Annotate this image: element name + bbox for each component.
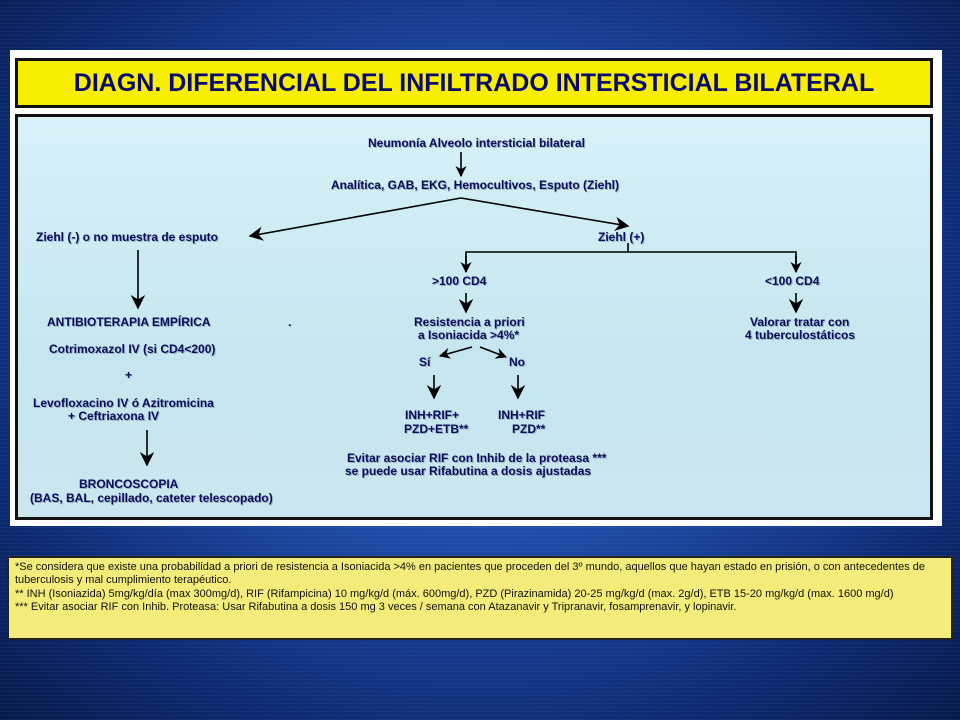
flowchart-panel <box>15 114 933 520</box>
footnote-protease: *** Evitar asociar RIF con Inhib. Protea… <box>15 601 737 614</box>
arrow-to-si <box>438 346 473 359</box>
node-no: No <box>509 355 525 369</box>
node-valorar-tuberculostaticos: 4 tuberculostáticos <box>745 328 856 342</box>
node-ceftriaxona: + Ceftriaxona IV <box>68 409 160 423</box>
cd4-bracket <box>465 251 797 270</box>
node-broncoscopia: BRONCOSCOPIA <box>79 477 179 491</box>
node-valorar: Valorar tratar con <box>750 315 850 329</box>
node-evitar-rifabutina: se puede usar Rifabutina a dosis ajustad… <box>345 464 592 478</box>
node-regimen-si-1: INH+RIF+ <box>405 408 460 422</box>
arrow-tests-to-left <box>248 197 462 241</box>
arrow-to-no <box>479 346 508 359</box>
footnote-resistencia: *Se considera que existe una probabilida… <box>15 561 926 587</box>
node-regimen-no-1: INH+RIF <box>498 408 546 422</box>
node-root: Neumonía Alveolo intersticial bilateral <box>368 136 585 150</box>
footnote-box: *Se considera que existe una probabilida… <box>7 556 953 640</box>
node-broncoscopia-detail: (BAS, BAL, cepillado, cateter telescopad… <box>30 491 273 505</box>
arrow-tests-to-right <box>460 197 630 231</box>
node-resistencia-isoniacida: a Isoniacida >4%* <box>418 328 520 342</box>
node-regimen-si-2: PZD+ETB** <box>404 422 469 436</box>
node-tests: Analítica, GAB, EKG, Hemocultivos, Esput… <box>330 178 620 192</box>
node-resistencia: Resistencia a priori <box>414 315 525 329</box>
node-cotrimoxazol: Cotrimoxazol IV (si CD4<200) <box>49 342 216 356</box>
node-cd4-low: <100 CD4 <box>765 274 820 288</box>
node-antibiotic-title: ANTIBIOTERAPIA EMPÍRICA <box>47 315 211 329</box>
node-ziehl-negative: Ziehl (-) o no muestra de esputo <box>36 230 219 244</box>
node-levofloxacino: Levofloxacino IV ó Azitromicina <box>33 396 214 410</box>
title-banner: DIAGN. DIFERENCIAL DEL INFILTRADO INTERS… <box>15 58 933 108</box>
footnote-doses: ** INH (Isoniazida) 5mg/kg/día (max 300m… <box>15 587 894 600</box>
stray-dot: . <box>288 315 292 329</box>
node-plus: + <box>125 368 133 382</box>
node-cd4-high: >100 CD4 <box>432 274 487 288</box>
node-ziehl-positive: Ziehl (+) <box>598 230 645 244</box>
node-evitar: Evitar asociar RIF con Inhib de la prote… <box>347 451 607 465</box>
page-title: DIAGN. DIFERENCIAL DEL INFILTRADO INTERS… <box>73 68 875 97</box>
node-si: Sí <box>419 355 431 369</box>
node-regimen-no-2: PZD** <box>512 422 546 436</box>
